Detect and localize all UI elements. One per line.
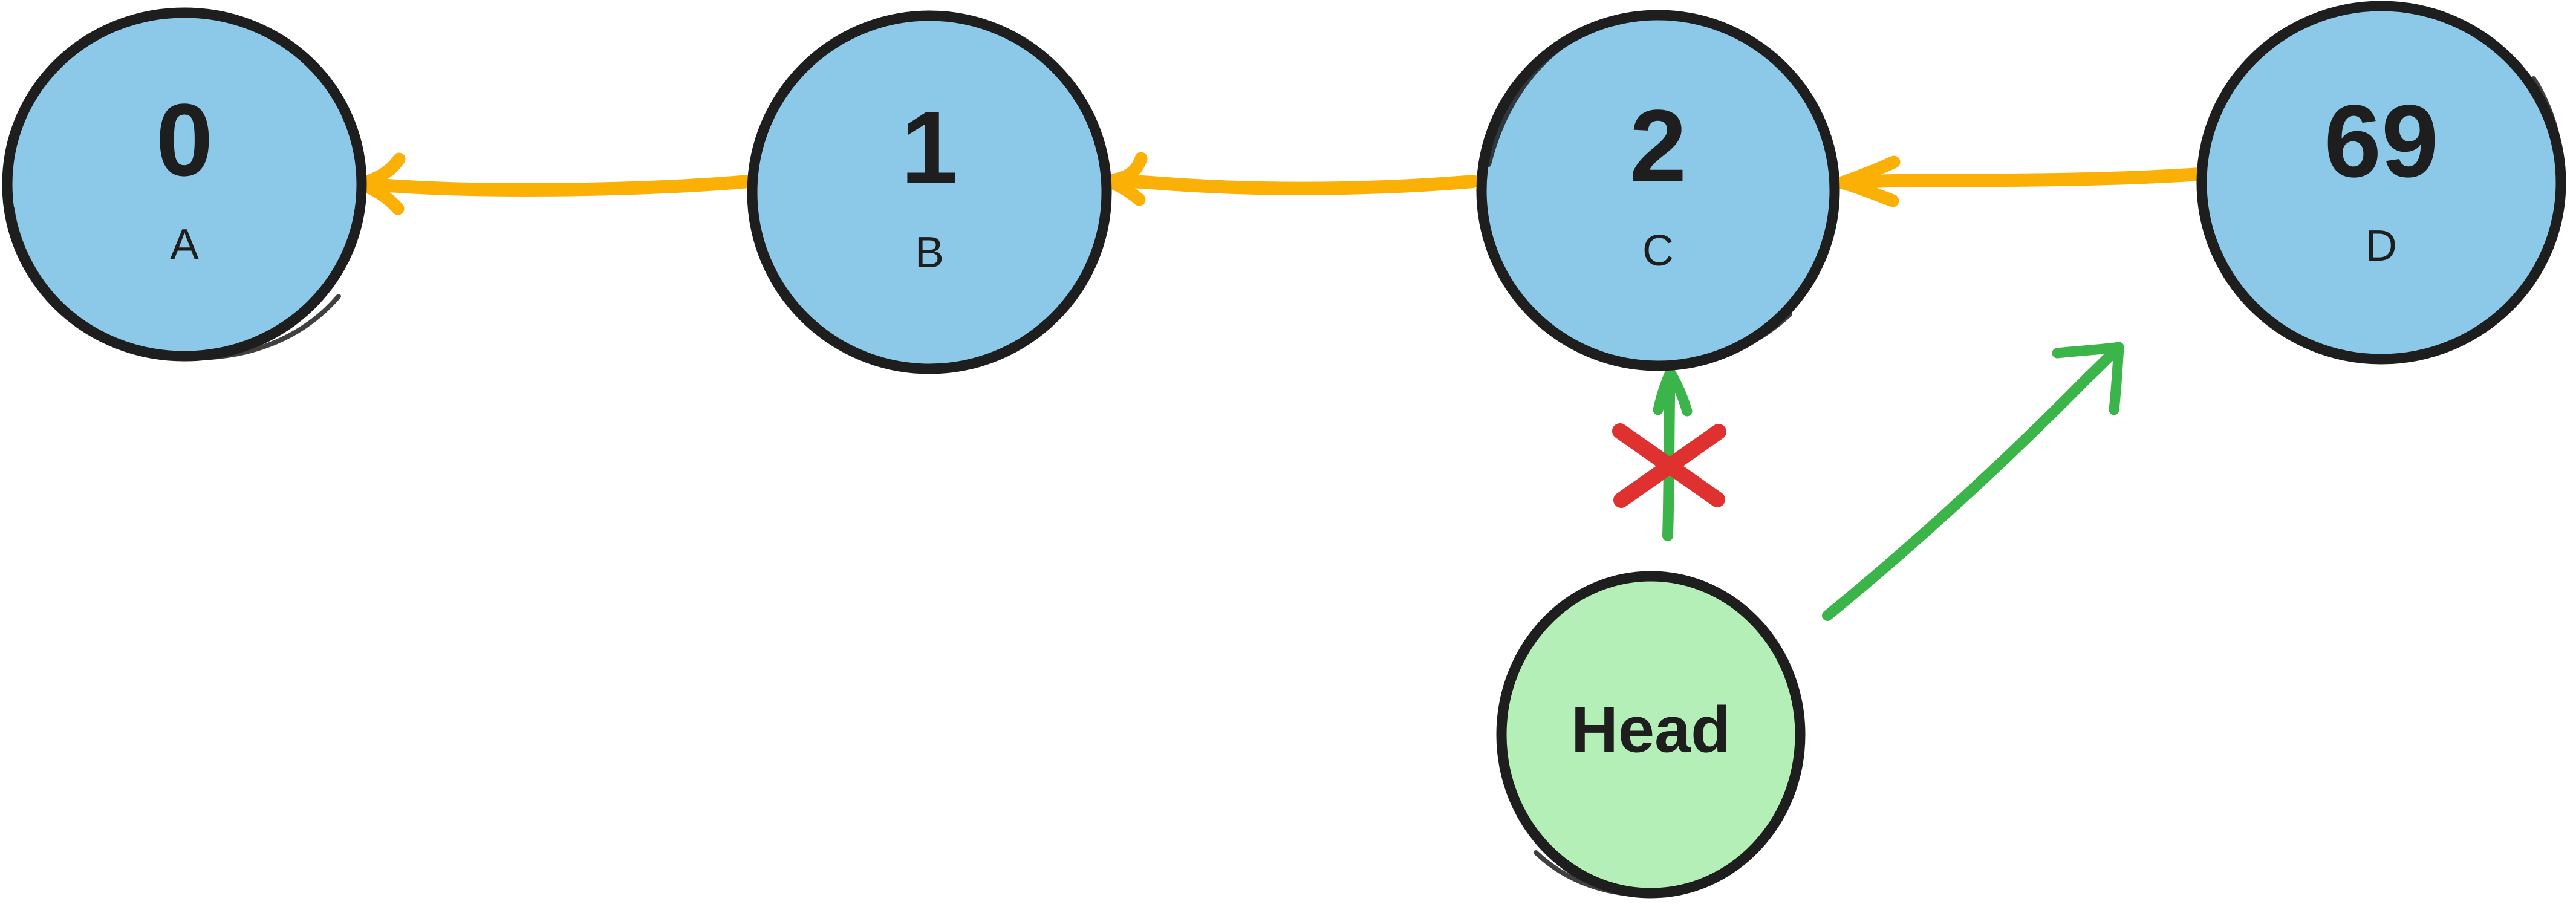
node-c-label: C [1642, 227, 1674, 275]
node-d-outline [2196, 1, 2566, 365]
node-a[interactable]: 0 A [2, 7, 367, 362]
node-a-outline-sketch [10, 206, 341, 361]
node-c[interactable]: 2 C [1476, 10, 1840, 371]
node-a-value: 0 [156, 83, 213, 198]
node-b-label: B [915, 229, 944, 277]
edge-c-to-b[interactable] [1101, 152, 1480, 206]
node-head-outline [1496, 571, 1806, 899]
node-a-label: A [170, 221, 199, 269]
edge-head-to-c-shaft [1662, 368, 1676, 541]
edge-d-to-c-head-lower [1835, 176, 1899, 207]
node-b[interactable]: 1 B [747, 10, 1112, 374]
edges-layer [354, 152, 2207, 621]
edge-c-to-b-shaft [1102, 174, 1480, 195]
node-b-outline-sketch [752, 40, 837, 184]
node-d-label: D [2366, 222, 2397, 270]
cross-out-mark [1612, 423, 1726, 508]
node-d[interactable]: 69 D [2196, 1, 2566, 365]
edge-head-to-c[interactable] [1653, 367, 1693, 541]
node-d-outline-sketch [2531, 76, 2565, 202]
edge-d-to-c-shaft [1838, 167, 2207, 189]
edge-b-to-a-shaft [355, 175, 755, 197]
node-b-value: 1 [901, 91, 958, 206]
edge-head-to-d[interactable] [1822, 342, 2124, 621]
node-b-outline [747, 10, 1112, 374]
edge-head-to-d-head-right [2109, 342, 2124, 415]
edge-head-to-d-head-left [2052, 342, 2124, 359]
node-d-value: 69 [2324, 84, 2438, 199]
cross-stroke-2 [1613, 424, 1726, 508]
edge-head-to-c-head-right [1665, 367, 1693, 417]
node-c-outline-sketch [1486, 29, 1588, 167]
node-head-outline-sketch [1534, 850, 1652, 897]
node-head-value: Head [1571, 693, 1731, 766]
edge-head-to-d-shaft [1822, 343, 2123, 621]
node-head[interactable]: Head [1496, 571, 1806, 899]
edge-d-to-c[interactable] [1835, 155, 2207, 207]
node-c-outline-sketch-2 [1654, 312, 1792, 368]
node-a-outline [2, 7, 367, 362]
edge-b-to-a[interactable] [354, 152, 755, 215]
node-c-value: 2 [1630, 89, 1687, 204]
